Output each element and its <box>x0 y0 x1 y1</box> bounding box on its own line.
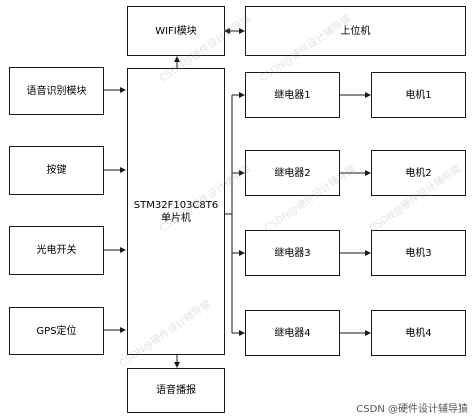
gps-label: GPS定位 <box>36 325 77 337</box>
motor-block-3: 电机3 <box>371 230 466 276</box>
footer-credit: CSDN @硬件设计辅导猿 <box>356 404 468 415</box>
mcu-type-label: 单片机 <box>161 212 191 224</box>
relay-label-2: 继电器2 <box>274 167 311 179</box>
voice-broadcast-label: 语音播报 <box>156 385 196 396</box>
mcu-block: STM32F103C8T6 单片机 <box>127 68 225 355</box>
voice-broadcast-block: 语音播报 <box>127 368 225 413</box>
motor-block-2: 电机2 <box>371 150 466 196</box>
light-switch-block: 光电开关 <box>9 226 104 275</box>
wifi-module-block: WIFI模块 <box>127 6 225 56</box>
voice-recognition-label: 语音识别模块 <box>26 85 87 97</box>
light-switch-label: 光电开关 <box>36 245 77 256</box>
host-computer-label: 上位机 <box>340 25 371 37</box>
relay-block-2: 继电器2 <box>245 150 340 196</box>
motor-label-2: 电机2 <box>405 167 432 179</box>
motor-label-4: 电机4 <box>405 327 432 339</box>
wifi-module-label: WIFI模块 <box>155 25 197 37</box>
gps-block: GPS定位 <box>9 307 104 355</box>
motor-label-3: 电机3 <box>405 247 432 259</box>
relay-block-4: 继电器4 <box>245 310 340 356</box>
relay-block-1: 继电器1 <box>245 72 340 118</box>
keys-label: 按键 <box>46 165 67 176</box>
relay-label-1: 继电器1 <box>274 89 311 101</box>
relay-block-3: 继电器3 <box>245 230 340 276</box>
mcu-model-label: STM32F103C8T6 <box>133 199 219 211</box>
relay-label-4: 继电器4 <box>274 327 311 339</box>
relay-label-3: 继电器3 <box>274 247 311 259</box>
keys-block: 按键 <box>9 146 104 195</box>
voice-recognition-block: 语音识别模块 <box>9 67 104 115</box>
motor-label-1: 电机1 <box>405 89 432 101</box>
motor-block-1: 电机1 <box>371 72 466 118</box>
host-computer-block: 上位机 <box>245 6 466 56</box>
motor-block-4: 电机4 <box>371 310 466 356</box>
